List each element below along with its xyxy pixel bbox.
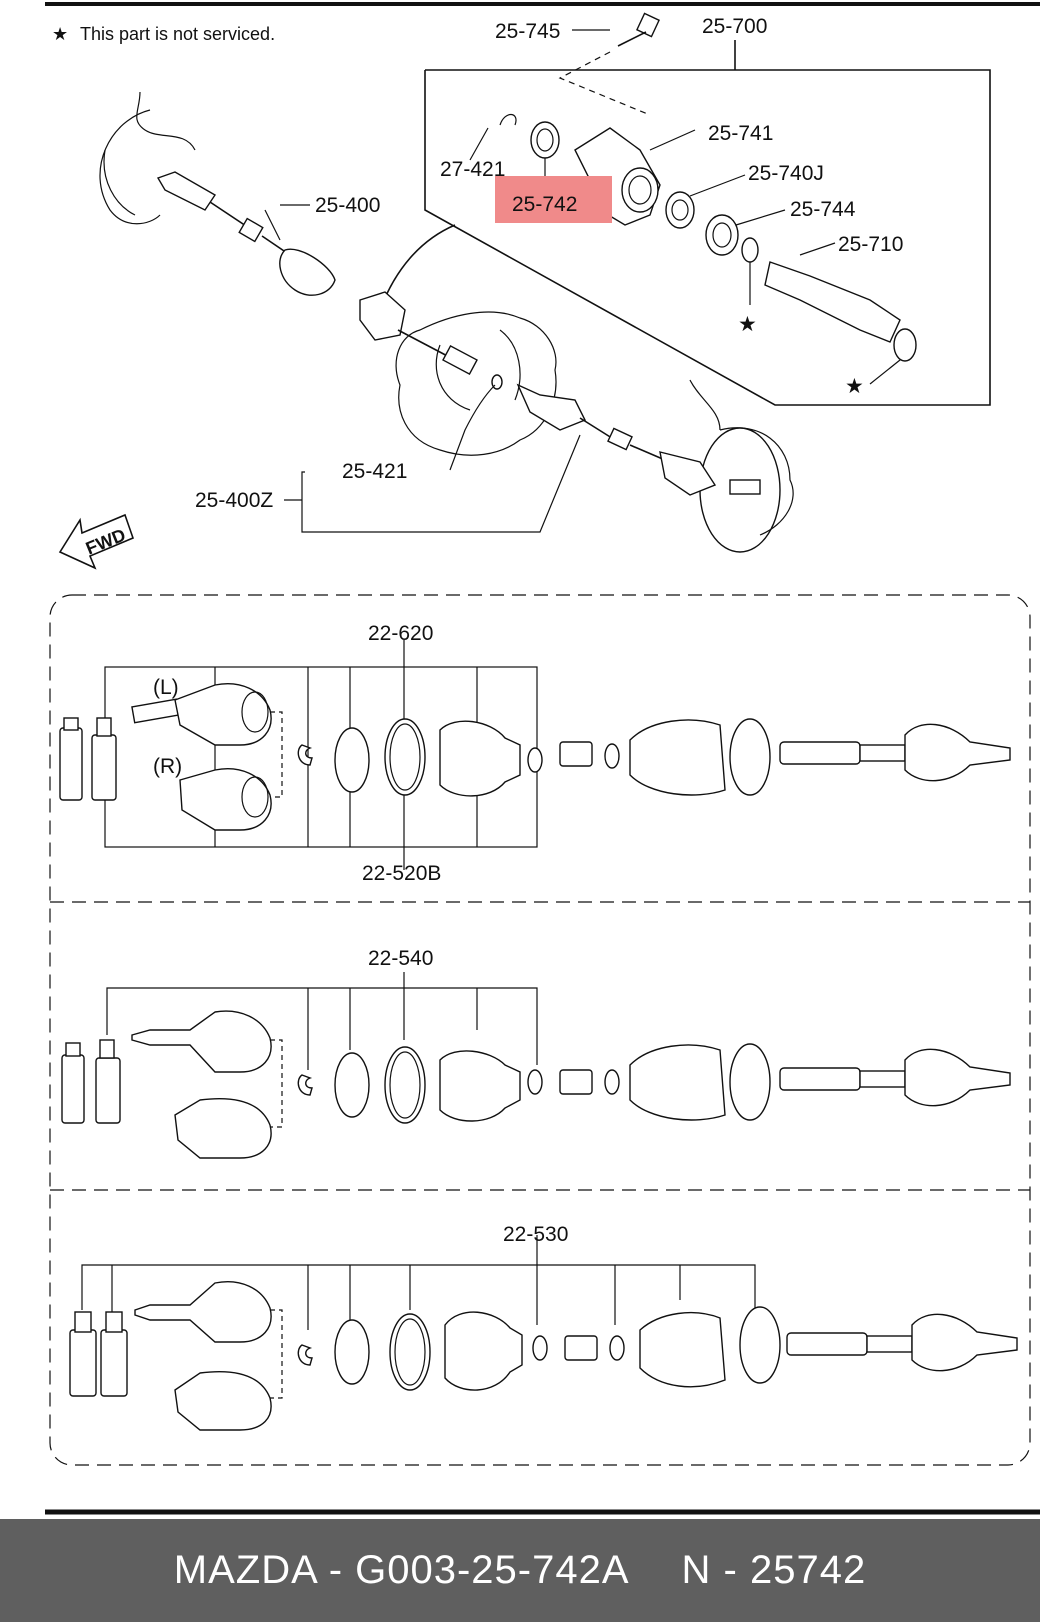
- bolt-part: [558, 12, 660, 116]
- seal-25-744-part: [705, 209, 786, 305]
- label-bearing: 25-740J: [748, 162, 824, 185]
- not-serviced-note: This part is not serviced.: [80, 24, 275, 44]
- snap-ring-part: [469, 113, 517, 161]
- label-bolt: 25-745: [495, 20, 560, 43]
- label-side-right: (R): [153, 755, 182, 778]
- label-side-left: (L): [153, 676, 179, 699]
- fwd-arrow-icon: FWD: [58, 513, 135, 570]
- label-snap-ring: 27-421: [440, 158, 505, 181]
- footer-part-code: MAZDA - G003-25-742A: [173, 1548, 630, 1592]
- part-number-footer: MAZDA - G003-25-742A N - 25742: [0, 1519, 1040, 1622]
- seal-part: [530, 121, 560, 200]
- label-shaft: 25-710: [838, 233, 903, 256]
- not-serviced-star-icon-1: ★: [738, 313, 757, 336]
- label-highlighted-part: 25-742: [512, 193, 577, 216]
- label-bracket: 25-741: [708, 122, 773, 145]
- footer-part-number: N - 25742: [681, 1548, 867, 1592]
- label-right-shaft: 25-400Z: [195, 489, 273, 512]
- label-left-shaft: 25-400: [315, 194, 380, 217]
- assembly-box: [424, 69, 991, 406]
- label-kit-1-top: 22-620: [368, 622, 433, 645]
- right-hub-sketch: [689, 379, 794, 553]
- left-wheel-sketch: [99, 91, 196, 225]
- boot-kit-2: [61, 972, 1011, 1159]
- right-driveshaft: [516, 383, 717, 496]
- label-kit-2: 22-540: [368, 947, 433, 970]
- highlight-box: [495, 176, 612, 223]
- not-serviced-star-icon-2: ★: [845, 375, 864, 398]
- transaxle-sketch: [379, 224, 557, 456]
- label-kit-1-bottom: 22-520B: [362, 862, 441, 885]
- shaft-part: [764, 242, 917, 385]
- label-assembly: 25-700: [702, 15, 767, 38]
- label-seal: 25-744: [790, 198, 856, 221]
- label-clip: 25-421: [342, 460, 407, 483]
- left-driveshaft: [156, 171, 336, 296]
- boot-kits-box: [49, 594, 1031, 1466]
- bracket-part: [574, 127, 696, 226]
- boot-kit-1: [59, 640, 1011, 870]
- parts-diagram: ★ This part is not serviced.: [45, 2, 1040, 1515]
- intermediate-bracket: [359, 291, 503, 390]
- boot-kit-3: [69, 1235, 1018, 1431]
- label-kit-3: 22-530: [503, 1223, 568, 1246]
- not-serviced-star-icon: ★: [52, 24, 68, 44]
- bearing-part: [665, 174, 746, 229]
